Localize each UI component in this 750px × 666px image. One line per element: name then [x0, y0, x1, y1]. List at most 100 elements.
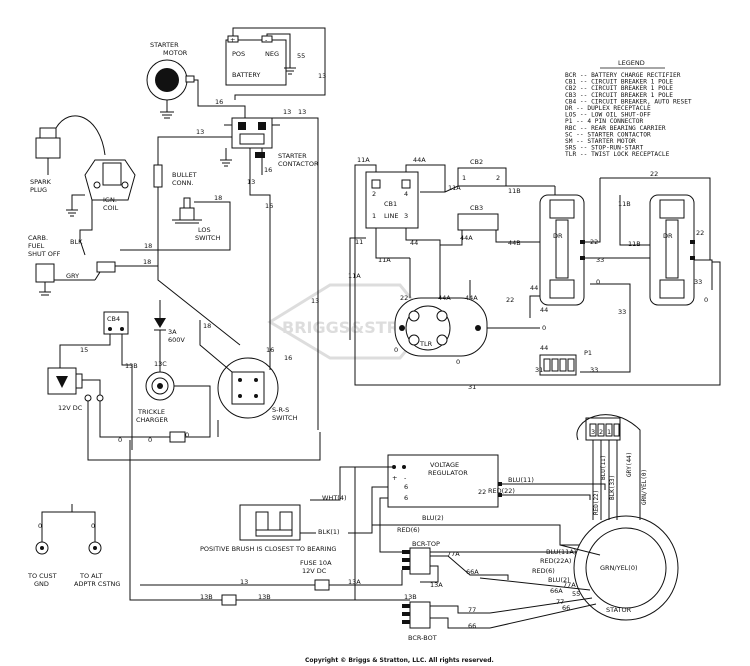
- svg-text:GRY(44): GRY(44): [626, 452, 633, 477]
- wire-11a: [354, 164, 377, 352]
- diode-3a: 3A 600V: [154, 300, 185, 344]
- svg-text:0: 0: [118, 436, 122, 444]
- spark-plug: SPARK PLUG: [30, 115, 106, 194]
- svg-text:RED(6): RED(6): [397, 526, 420, 534]
- svg-text:RED(22A): RED(22A): [540, 557, 571, 565]
- svg-text:44: 44: [530, 284, 538, 292]
- svg-text:0: 0: [148, 436, 152, 444]
- svg-text:0: 0: [394, 346, 398, 354]
- svg-text:18: 18: [214, 194, 222, 202]
- svg-text:13B: 13B: [200, 593, 213, 601]
- dr-receptacle-2: DR: [649, 194, 695, 306]
- svg-text:0: 0: [542, 324, 546, 332]
- svg-text:66A: 66A: [550, 587, 563, 595]
- tlr-receptacle: TLR: [394, 297, 488, 357]
- ign-coil: IGN. COIL: [84, 159, 136, 212]
- ign-coil-label-1: IGN.: [103, 196, 117, 204]
- svg-text:22: 22: [478, 488, 486, 496]
- svg-text:11: 11: [355, 238, 363, 246]
- legend-entry: RBC -- REAR BEARING CARRIER: [565, 125, 666, 132]
- battery: POS NEG BATTERY +-: [225, 35, 287, 86]
- wire-16-motor: [194, 79, 246, 118]
- svg-text:2: 2: [372, 190, 376, 198]
- legend-entry: CB1 -- CIRCUIT BREAKER 1 POLE: [565, 79, 673, 86]
- contactor-label-2: CONTACTOR: [278, 160, 319, 168]
- svg-text:13B: 13B: [404, 593, 417, 601]
- svg-text:44: 44: [410, 239, 418, 247]
- trickle-charger: TRICKLE CHARGER: [136, 371, 175, 424]
- svg-text:3: 3: [404, 212, 408, 220]
- svg-text:77: 77: [468, 606, 476, 614]
- svg-text:33: 33: [596, 256, 604, 264]
- srs-label-2: SWITCH: [272, 414, 298, 422]
- svg-text:55: 55: [572, 590, 580, 598]
- svg-text:11A: 11A: [348, 272, 361, 280]
- alt-adptr-stud: TO ALT ADPTR CSTNG: [74, 541, 120, 588]
- svg-text:13A: 13A: [348, 578, 361, 586]
- svg-text:DR: DR: [663, 232, 673, 240]
- svg-text:44B: 44B: [508, 239, 521, 247]
- wire-44a-top: [405, 164, 446, 192]
- cust-gnd-label-2: GND: [34, 580, 49, 588]
- svg-text:BLK: BLK: [70, 238, 83, 246]
- ground-icon: [160, 100, 174, 119]
- carb-label-1: CARB.: [28, 234, 48, 242]
- los-label-1: LOS: [198, 226, 211, 234]
- svg-text:55: 55: [297, 52, 305, 60]
- svg-text:BLU(11A): BLU(11A): [546, 548, 576, 556]
- svg-text:18: 18: [143, 258, 151, 266]
- svg-text:6: 6: [404, 483, 408, 491]
- svg-text:CB4: CB4: [107, 315, 120, 323]
- svg-text:13: 13: [240, 578, 248, 586]
- legend-entry: TLR -- TWIST LOCK RECEPTACLE: [565, 151, 670, 158]
- svg-text:13C: 13C: [154, 360, 167, 368]
- svg-text:44A: 44A: [413, 156, 426, 164]
- svg-text:0: 0: [704, 296, 708, 304]
- svg-text:BCR-TOP: BCR-TOP: [412, 540, 440, 548]
- svg-text:33: 33: [590, 366, 598, 374]
- svg-text:31: 31: [535, 366, 543, 374]
- wire-13-battery: [232, 27, 326, 100]
- legend-entry: LOS -- LOW OIL SHUT-OFF: [565, 112, 651, 119]
- battery-label: BATTERY: [232, 71, 260, 79]
- svg-text:0: 0: [38, 522, 42, 530]
- svg-text:16: 16: [265, 202, 273, 210]
- svg-text:2: 2: [599, 428, 603, 436]
- battery-pos-label: POS: [232, 50, 245, 58]
- cust-gnd-stud: TO CUST GND: [27, 541, 57, 588]
- wire-18: [120, 201, 231, 251]
- los-label-2: SWITCH: [195, 234, 221, 242]
- svg-text:22: 22: [650, 170, 658, 178]
- svg-text:13: 13: [311, 297, 319, 305]
- legend-entry: P1 -- 4 PIN CONNECTOR: [565, 118, 644, 125]
- svg-text:4: 4: [404, 190, 408, 198]
- ground-icon-battery: [284, 67, 296, 75]
- svg-text:18: 18: [203, 322, 211, 330]
- svg-text:0: 0: [456, 358, 460, 366]
- svg-text:BLU(2): BLU(2): [548, 576, 570, 584]
- trickle-label-1: TRICKLE: [137, 408, 165, 416]
- voltage-regulator: VOLTAGE REGULATOR +- 6 6 22: [387, 454, 502, 508]
- carb-fuel-shutoff: CARB. FUEL SHUT OFF GRY: [28, 234, 95, 296]
- svg-text:0: 0: [596, 278, 600, 286]
- svg-text:1: 1: [607, 428, 611, 436]
- svg-text:POSITIVE BRUSH IS CLOSEST TO B: POSITIVE BRUSH IS CLOSEST TO BEARING: [200, 545, 336, 553]
- svg-text:11B: 11B: [628, 240, 641, 248]
- svg-text:2: 2: [496, 174, 500, 182]
- svg-text:77: 77: [556, 598, 564, 606]
- svg-text:13: 13: [298, 108, 306, 116]
- svg-text:P1: P1: [584, 349, 592, 357]
- svg-text:BLU(11): BLU(11): [600, 455, 607, 480]
- svg-text:+: +: [392, 474, 397, 482]
- svg-text:11A: 11A: [448, 184, 461, 192]
- dr-receptacle-1: DR: [539, 194, 585, 306]
- wire-13-main: [272, 117, 319, 430]
- trickle-label-2: CHARGER: [136, 416, 169, 424]
- los-switch: LOS SWITCH: [172, 197, 221, 242]
- svg-text:DR: DR: [553, 232, 563, 240]
- cb3-breaker: CB3: [457, 204, 499, 231]
- svg-text:BLU(11): BLU(11): [508, 476, 534, 484]
- starter-motor-label-1: STARTER: [150, 41, 179, 49]
